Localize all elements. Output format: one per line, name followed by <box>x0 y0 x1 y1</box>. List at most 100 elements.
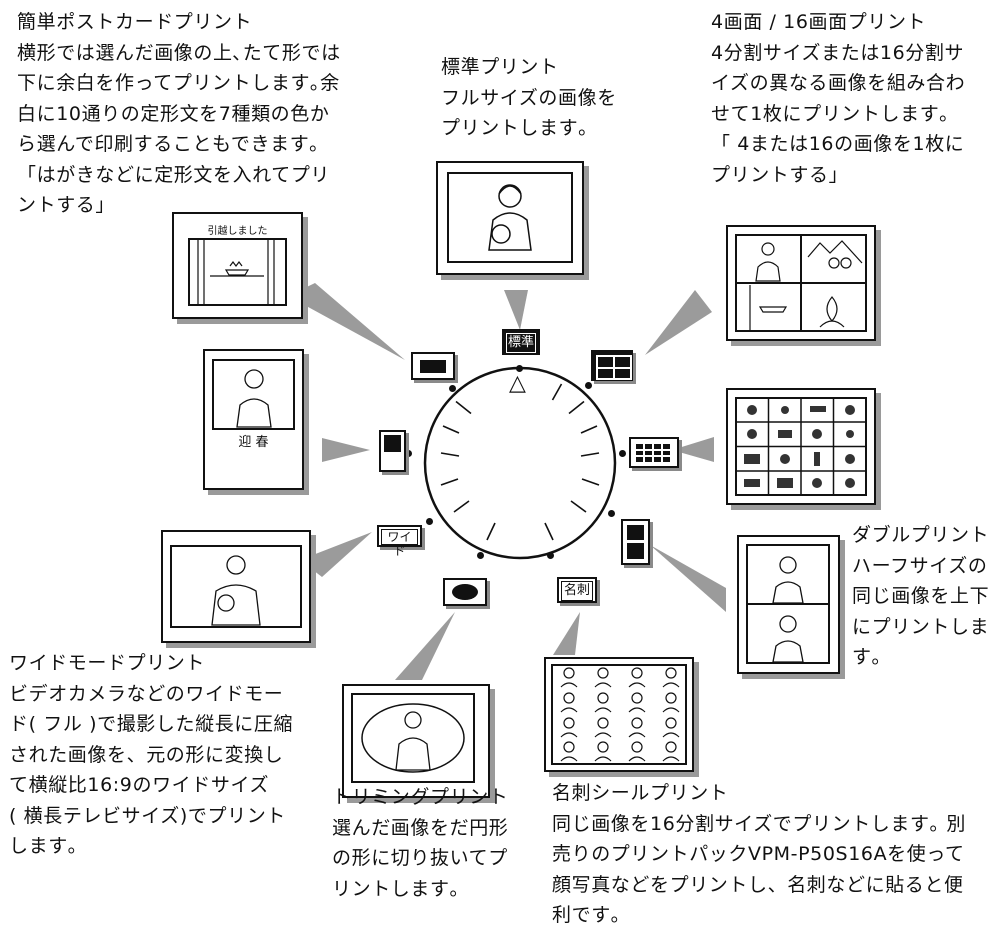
text-line: て横縦比16:9のワイドサイズ <box>9 774 270 796</box>
dial-dot-postcard <box>449 385 456 392</box>
text-line: 同じ画像を16分割サイズでプリントします｡ 別 <box>552 812 966 835</box>
mode-postcard-button[interactable] <box>411 352 455 380</box>
dial-dot-multi4 <box>585 382 592 389</box>
dial-tick <box>580 452 600 457</box>
oval-trimmed-image <box>351 693 475 783</box>
sixteen-face-grid <box>551 664 687 765</box>
mode-namecard-label: 名刺 <box>561 581 593 601</box>
thumb-sticker <box>544 657 694 772</box>
thumb-greeting: 迎 春 <box>203 349 304 490</box>
dial-dot-double <box>608 510 615 517</box>
thumb-multi4 <box>726 225 876 341</box>
wedge-sticker <box>553 612 580 655</box>
wedge-wide <box>300 532 372 577</box>
text-line: された画像を、元の形に変換し <box>9 743 284 766</box>
wedge-double <box>650 545 726 612</box>
section-wide-title: ワイドモードプリント <box>9 652 206 674</box>
text-line: 選んだ画像をだ円形 <box>332 816 509 839</box>
thumb-trimming <box>342 684 490 798</box>
text-line: 「 4または16の画像を1枚に <box>711 133 965 155</box>
dial-dot-namecard <box>547 552 554 559</box>
portrait-figure <box>488 184 532 251</box>
text-line: ントする」 <box>17 194 116 216</box>
sixteen-image-grid <box>735 397 867 496</box>
text-line: ハーフサイズの <box>852 554 988 577</box>
dial-tick <box>570 500 587 513</box>
text-line: ら選んで印刷することもできます｡ <box>17 133 320 155</box>
text-line: の形に切り抜いてプ <box>332 847 508 869</box>
section-trimming: トリミングプリント 選んだ画像をだ円形 の形に切り抜いてプ リントします｡ <box>332 782 508 904</box>
section-standard: 標準プリント フルサイズの画像を プリントします｡ <box>441 52 617 144</box>
thumb-standard <box>436 161 584 275</box>
text-line: 4分割サイズまたは16分割サ <box>711 41 965 64</box>
thumb-double <box>737 535 840 674</box>
dial-pointer: △ <box>509 371 526 396</box>
section-multi: 4画面 / 16画面プリント 4分割サイズまたは16分割サ イズの異なる画像を組… <box>711 7 992 190</box>
dial-tick <box>440 478 459 486</box>
postcard-caption: 引越しました <box>207 226 268 237</box>
section-standard-title: 標準プリント <box>441 56 559 78</box>
dial-tick <box>440 452 460 457</box>
thumb-wide <box>161 530 311 643</box>
wedge-trimming <box>395 612 455 680</box>
text-line: ( 横長テレビサイズ)でプリント <box>9 804 286 827</box>
section-double-title: ダブルプリント <box>852 524 990 546</box>
wedge-greeting <box>322 438 370 462</box>
dial-tick <box>544 522 554 541</box>
text-line: します｡ <box>9 835 78 857</box>
four-image-grid <box>735 234 867 332</box>
text-line: 売りのプリントパックVPM-P50S16Aを使って <box>552 843 965 865</box>
wedge-multi16 <box>672 437 714 462</box>
dial-tick <box>486 522 496 541</box>
thumb-postcard: 引越しました <box>172 212 303 319</box>
portrait-figure-wide <box>211 555 261 626</box>
window-scene <box>197 240 275 304</box>
text-line: にプリントしま <box>852 615 990 638</box>
text-line: リントします｡ <box>332 877 460 900</box>
text-line: 顔写真などをプリントし、名刺などに貼ると便 <box>552 873 964 896</box>
wedge-standard <box>504 290 528 330</box>
wedge-multi4 <box>645 290 712 355</box>
text-line: す｡ <box>852 646 882 668</box>
text-line: イズの異なる画像を組み合わ <box>711 72 966 94</box>
mode-multi16-button[interactable] <box>629 437 679 468</box>
mode-namecard-button[interactable]: 名刺 <box>557 577 597 603</box>
section-postcard-title: 簡単ポストカードプリント <box>17 11 253 33</box>
dial-tick <box>455 400 472 415</box>
wedge-postcard <box>288 283 405 360</box>
mode-multi4-button[interactable] <box>591 350 633 381</box>
mode-wide-button[interactable]: ワイド <box>377 525 422 558</box>
dial-dot-trimming <box>477 552 484 559</box>
section-trimming-title: トリミングプリント <box>332 786 509 808</box>
dial-tick <box>568 400 585 415</box>
text-line: プリントします｡ <box>441 117 589 139</box>
mode-greeting-button[interactable] <box>379 430 406 472</box>
section-sticker-title: 名刺シールプリント <box>552 782 729 804</box>
dial-tick <box>580 425 598 434</box>
section-postcard: 簡単ポストカードプリント 横形では選んだ画像の上､たて形では 下に余白を作ってプ… <box>17 7 341 221</box>
text-line: 同じ画像を上下 <box>852 585 990 607</box>
dial-tick <box>581 478 600 486</box>
dial-dot-greeting <box>405 450 412 457</box>
mode-double-button[interactable] <box>621 519 650 565</box>
text-line: ビデオカメラなどのワイドモー <box>9 682 284 705</box>
greeting-caption: 迎 春 <box>238 435 269 450</box>
text-line: 横形では選んだ画像の上､たて形では <box>17 41 341 64</box>
text-line: 下に余白を作ってプリントします｡余 <box>17 72 340 94</box>
mode-standard-button[interactable]: 標準 <box>502 329 540 355</box>
text-line: フルサイズの画像を <box>441 86 617 109</box>
dial-tick <box>442 425 460 434</box>
section-sticker: 名刺シールプリント 同じ画像を16分割サイズでプリントします｡ 別 売りのプリン… <box>552 778 992 931</box>
mode-wide-label: ワイド <box>381 529 418 558</box>
section-multi-title: 4画面 / 16画面プリント <box>711 11 927 33</box>
mode-standard-label: 標準 <box>506 333 536 353</box>
dial-dot-standard <box>516 365 523 372</box>
text-line: 「はがきなどに定形文を入れてプリ <box>17 163 331 186</box>
text-line: 白に10通りの定形文を7種類の色か <box>17 102 330 125</box>
thumb-multi16 <box>726 388 876 505</box>
dial-tick <box>551 383 563 401</box>
section-wide: ワイドモードプリント ビデオカメラなどのワイドモー ド( フル )で撮影した縦長… <box>9 648 293 862</box>
mode-trimming-button[interactable] <box>443 578 487 606</box>
